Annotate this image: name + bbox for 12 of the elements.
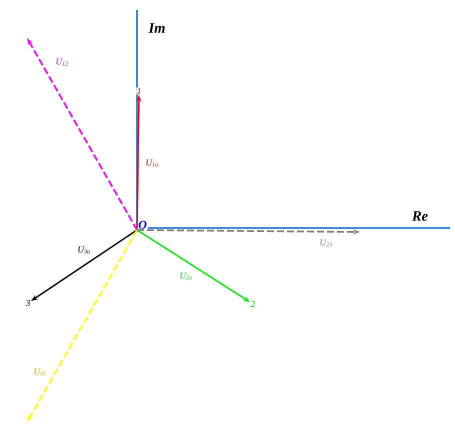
- point-label: 1: [136, 88, 142, 94]
- axis-label: Re: [412, 211, 428, 221]
- edge-label: U$_{31}$: [34, 368, 46, 376]
- axis-label: Im: [148, 23, 165, 33]
- edge-label: U$_{23}$: [320, 240, 332, 246]
- point-label: O: [137, 220, 148, 230]
- edge-label: U$_{1o}$: [146, 160, 158, 166]
- edge-label: U$_{12}$: [56, 58, 68, 66]
- edge-label: U$_{2o}$: [180, 272, 192, 280]
- edge-label: U$_{3o}$: [78, 246, 90, 254]
- point-label: 3: [25, 299, 31, 307]
- point-label: 2: [250, 300, 256, 308]
